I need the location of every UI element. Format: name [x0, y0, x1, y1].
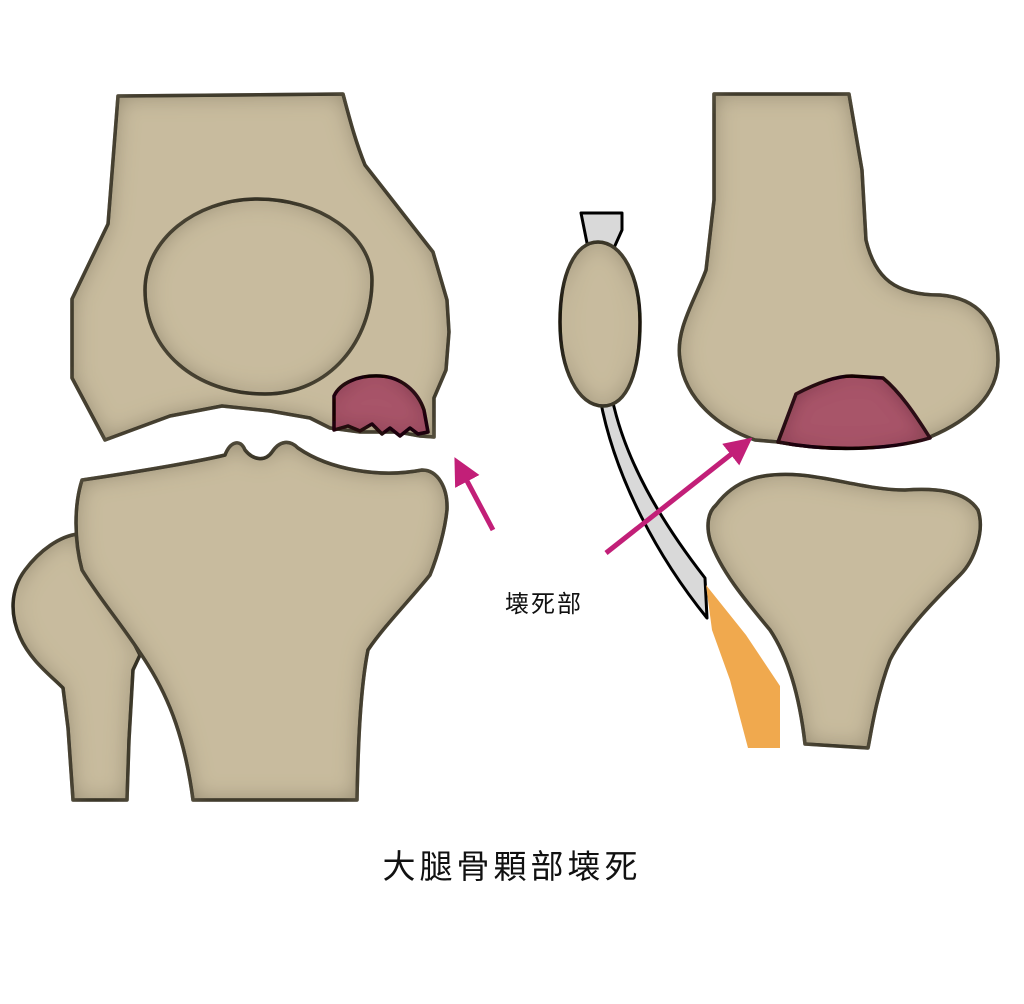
necrotic-lesion-side — [776, 374, 932, 451]
patella-side — [558, 240, 642, 408]
quadriceps-tendon — [579, 211, 624, 252]
tibial-ligament — [706, 585, 780, 748]
necrosis-label: 壊死部 — [505, 590, 583, 618]
front-view — [11, 92, 451, 802]
patellar-tendon — [598, 396, 709, 620]
patella-front — [143, 197, 374, 396]
tibia-front — [74, 440, 449, 802]
side-view — [558, 92, 1000, 750]
necrotic-lesion-front — [332, 374, 430, 438]
arrow-front — [454, 457, 496, 532]
tibia-side — [706, 472, 983, 750]
arrow-side — [604, 437, 753, 555]
diagram-caption: 大腿骨顆部壊死 — [382, 847, 642, 886]
